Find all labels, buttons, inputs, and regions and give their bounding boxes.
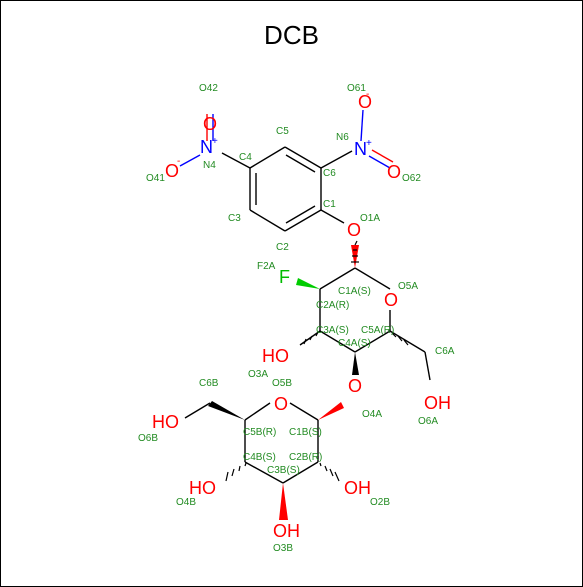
symbol-o62: O bbox=[387, 162, 401, 182]
symbol-o3a: HO bbox=[262, 346, 289, 366]
label-c4a: C4A(S) bbox=[338, 338, 371, 349]
label-c3a: C3A(S) bbox=[316, 325, 349, 336]
symbol-n4-charge: + bbox=[212, 136, 218, 147]
label-c5: C5 bbox=[276, 126, 289, 137]
label-c2b: C2B(R) bbox=[289, 452, 322, 463]
label-c1b: C1B(S) bbox=[289, 427, 322, 438]
label-c6a: C6A bbox=[435, 346, 455, 357]
label-o5a: O5A bbox=[398, 281, 418, 292]
label-o41: O41 bbox=[146, 173, 165, 184]
benzene-ring bbox=[249, 146, 322, 232]
label-c3: C3 bbox=[228, 213, 241, 224]
symbol-o5b: O bbox=[274, 394, 288, 414]
label-c6: C6 bbox=[323, 168, 336, 179]
label-c4b: C4B(S) bbox=[243, 452, 276, 463]
label-c5b: C5B(R) bbox=[243, 427, 276, 438]
label-c4: C4 bbox=[239, 152, 252, 163]
symbol-o61-charge: - bbox=[366, 89, 369, 100]
label-o4a: O4A bbox=[362, 409, 382, 420]
label-n4: N4 bbox=[203, 160, 216, 171]
symbol-n6-charge: + bbox=[366, 138, 372, 149]
symbol-o42: O bbox=[203, 114, 217, 134]
label-c1: C1 bbox=[323, 199, 336, 210]
label-o42: O42 bbox=[199, 83, 218, 94]
atom-labels: O42 O61 C5 N6 C4 N4 C6 O41 O62 C1 C3 O1A… bbox=[138, 83, 455, 554]
symbol-o4a: O bbox=[348, 376, 362, 396]
symbol-o41-charge: - bbox=[177, 156, 180, 167]
label-o3b: O3B bbox=[273, 543, 293, 554]
molecule-title: DCB bbox=[264, 20, 319, 50]
symbol-f2a: F bbox=[279, 267, 290, 287]
ring-a bbox=[299, 209, 431, 381]
symbol-o5a: O bbox=[384, 290, 398, 310]
label-c2: C2 bbox=[276, 242, 289, 253]
label-c3b: C3B(S) bbox=[267, 465, 300, 476]
label-o6a: O6A bbox=[418, 416, 438, 427]
symbol-o41: O bbox=[165, 161, 179, 181]
label-c1a: C1A(S) bbox=[338, 286, 371, 297]
label-o3a: O3A bbox=[248, 369, 268, 380]
label-o1a: O1A bbox=[360, 213, 380, 224]
label-n6: N6 bbox=[336, 132, 349, 143]
atom-symbols: N + O - O N + O O - O O F HO O OH O HO H… bbox=[152, 89, 451, 541]
label-o4b: O4B bbox=[176, 497, 196, 508]
nitro-groups bbox=[179, 109, 394, 169]
symbol-o6a: OH bbox=[424, 393, 451, 413]
ring-b bbox=[184, 402, 319, 484]
symbol-o61: O bbox=[358, 92, 372, 112]
symbol-o2b: OH bbox=[344, 478, 371, 498]
label-c2a: C2A(R) bbox=[316, 300, 349, 311]
label-o6b: O6B bbox=[138, 433, 158, 444]
symbol-n4: N bbox=[200, 137, 213, 157]
label-c6b: C6B bbox=[199, 378, 219, 389]
label-c5a: C5A(R) bbox=[361, 325, 394, 336]
symbol-o3b: OH bbox=[273, 521, 300, 541]
label-o61: O61 bbox=[347, 83, 366, 94]
label-f2a: F2A bbox=[257, 261, 276, 272]
symbol-n6: N bbox=[354, 139, 367, 159]
symbol-o1a: O bbox=[347, 220, 361, 240]
stereo-bonds bbox=[208, 240, 409, 520]
label-o5b: O5B bbox=[272, 378, 292, 389]
label-o2b: O2B bbox=[370, 497, 390, 508]
symbol-o4b: HO bbox=[189, 478, 216, 498]
symbol-o6b: HO bbox=[152, 412, 179, 432]
label-o62: O62 bbox=[402, 173, 421, 184]
